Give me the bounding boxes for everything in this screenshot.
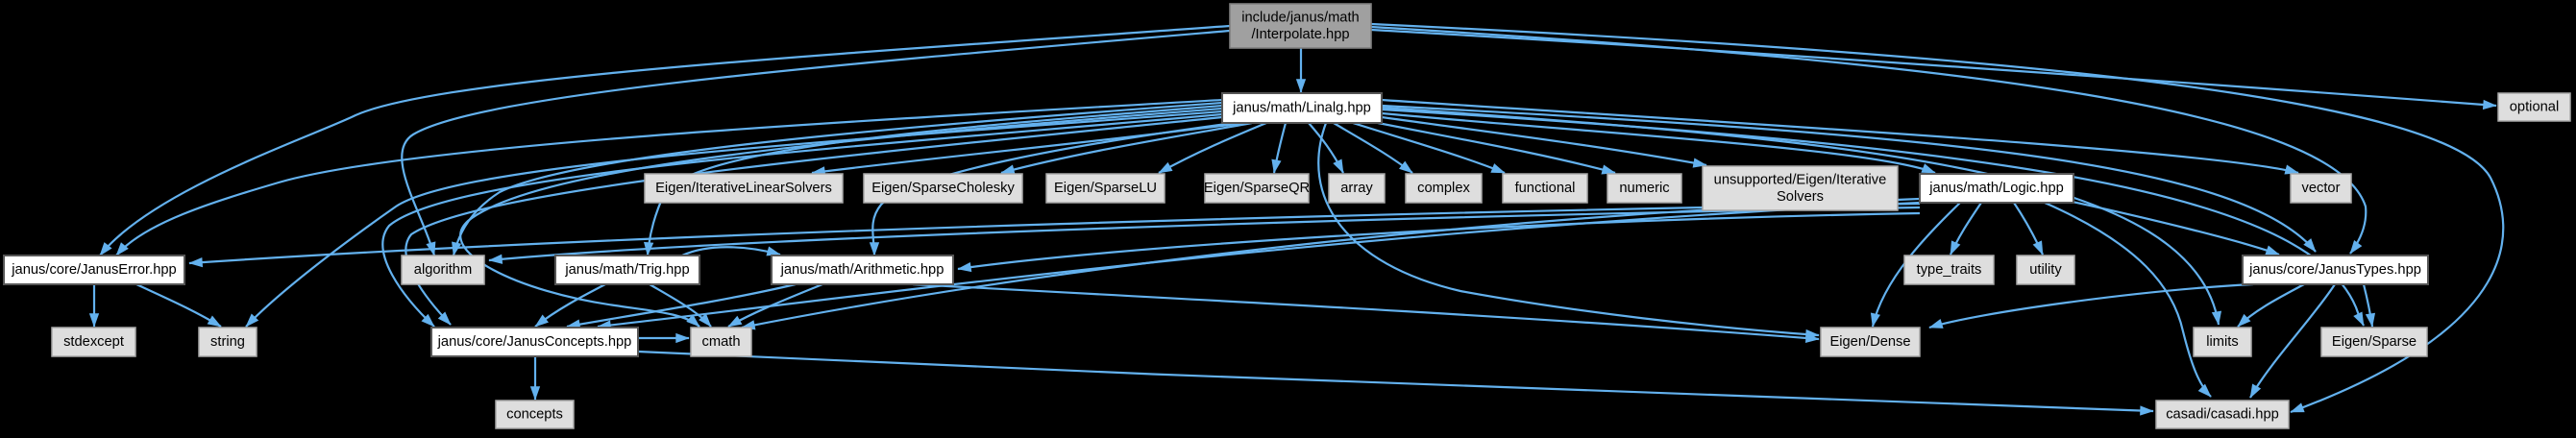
svg-text:unsupported/Eigen/Iterative: unsupported/Eigen/Iterative <box>1714 172 1887 187</box>
svg-text:utility: utility <box>2029 262 2062 278</box>
svg-text:vector: vector <box>2302 181 2341 196</box>
svg-text:algorithm: algorithm <box>414 262 472 278</box>
svg-text:functional: functional <box>1515 181 1576 196</box>
svg-text:include/janus/math: include/janus/math <box>1241 10 1359 25</box>
svg-text:casadi/casadi.hpp: casadi/casadi.hpp <box>2166 407 2279 423</box>
svg-text:optional: optional <box>2510 100 2559 115</box>
svg-text:limits: limits <box>2206 334 2238 350</box>
svg-text:janus/math/Linalg.hpp: janus/math/Linalg.hpp <box>1232 101 1371 116</box>
svg-text:type_traits: type_traits <box>1917 262 1982 278</box>
svg-text:Eigen/SparseLU: Eigen/SparseLU <box>1054 181 1157 196</box>
svg-text:Solvers: Solvers <box>1777 189 1824 205</box>
svg-text:janus/math/Logic.hpp: janus/math/Logic.hpp <box>1928 181 2064 196</box>
svg-text:cmath: cmath <box>702 334 741 350</box>
svg-text:Eigen/Sparse: Eigen/Sparse <box>2332 334 2417 350</box>
svg-text:janus/core/JanusTypes.hpp: janus/core/JanusTypes.hpp <box>2248 262 2421 278</box>
svg-text:janus/core/JanusError.hpp: janus/core/JanusError.hpp <box>11 262 176 278</box>
svg-text:Eigen/IterativeLinearSolvers: Eigen/IterativeLinearSolvers <box>655 181 832 196</box>
svg-text:Eigen/Dense: Eigen/Dense <box>1829 334 1910 350</box>
svg-text:Eigen/SparseCholesky: Eigen/SparseCholesky <box>871 181 1015 196</box>
svg-text:array: array <box>1340 181 1373 196</box>
svg-text:numeric: numeric <box>1619 181 1669 196</box>
svg-text:stdexcept: stdexcept <box>63 334 124 350</box>
svg-text:janus/core/JanusConcepts.hpp: janus/core/JanusConcepts.hpp <box>437 334 632 350</box>
svg-text:janus/math/Trig.hpp: janus/math/Trig.hpp <box>564 262 689 278</box>
svg-text:concepts: concepts <box>506 407 563 423</box>
svg-text:complex: complex <box>1417 181 1470 196</box>
svg-text:string: string <box>210 334 245 350</box>
svg-text:janus/math/Arithmetic.hpp: janus/math/Arithmetic.hpp <box>780 262 945 278</box>
svg-text:/Interpolate.hpp: /Interpolate.hpp <box>1251 27 1349 42</box>
svg-text:Eigen/SparseQR: Eigen/SparseQR <box>1204 181 1310 196</box>
